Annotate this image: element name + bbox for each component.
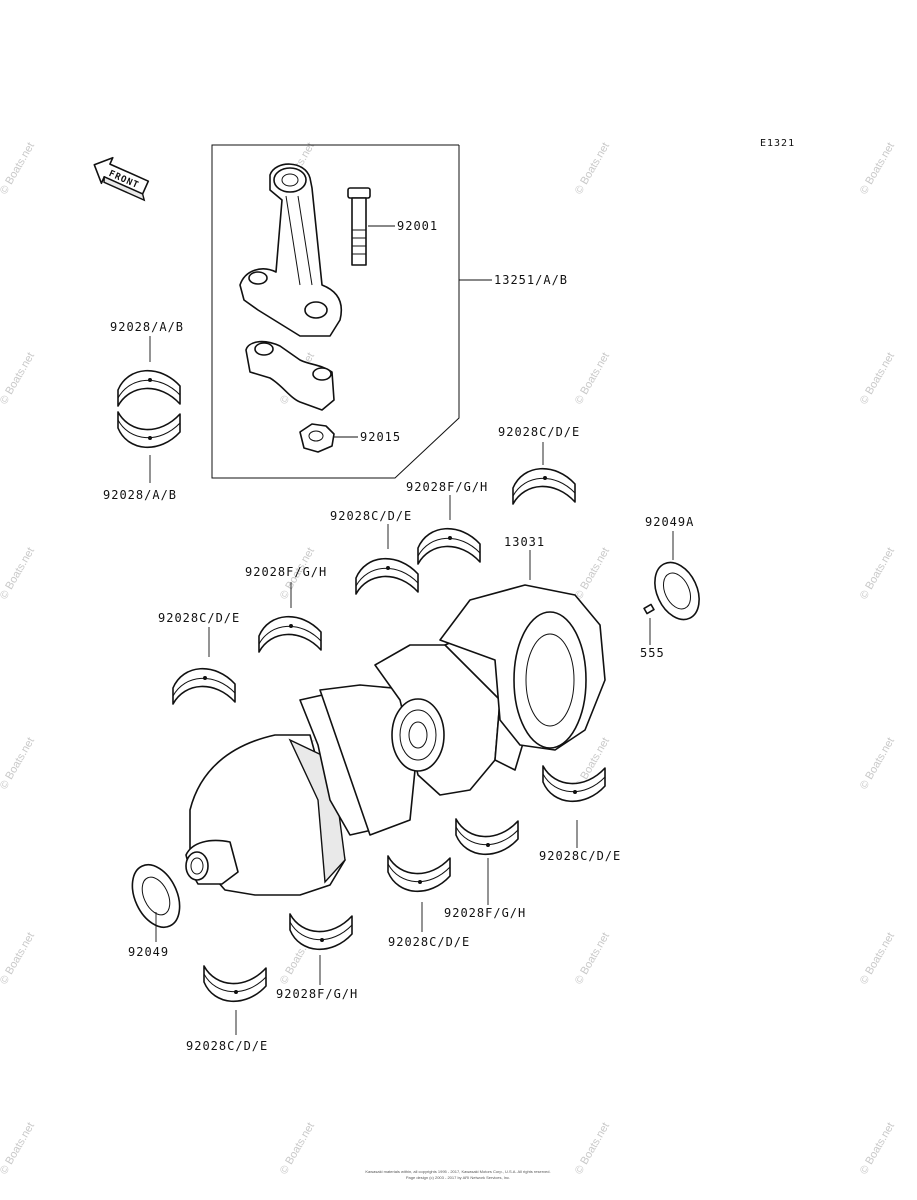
watermark-text: © Boats.net xyxy=(858,141,897,197)
callout-92028cde-3: 92028C/D/E xyxy=(158,611,240,625)
oil-seal-92049 xyxy=(131,864,181,928)
crank-gear-large xyxy=(439,584,606,751)
bearing-shell xyxy=(355,557,419,595)
watermark-text: © Boats.net xyxy=(0,931,37,987)
callout-92001: 92001 xyxy=(397,219,438,233)
bearing-shell xyxy=(289,913,353,951)
bearing-shells xyxy=(117,369,606,1003)
rod-nut xyxy=(299,423,335,453)
callout-555: 555 xyxy=(640,646,665,660)
callout-92028fgh-4: 92028F/G/H xyxy=(276,987,358,1001)
callout-92028fgh-3: 92028F/G/H xyxy=(444,906,526,920)
callout-13251: 13251/A/B xyxy=(494,273,568,287)
bearing-shell xyxy=(117,369,181,407)
callout-92028cde-5: 92028C/D/E xyxy=(388,935,470,949)
front-arrow-icon: FRONT xyxy=(93,156,150,202)
watermark-text: © Boats.net xyxy=(0,736,37,792)
callout-92049: 92049 xyxy=(128,945,169,959)
watermark-text: © Boats.net xyxy=(573,546,612,602)
bearing-shell xyxy=(417,527,481,565)
watermark-text: © Boats.net xyxy=(858,736,897,792)
watermark-text: © Boats.net xyxy=(858,351,897,407)
callout-92028cde-2: 92028C/D/E xyxy=(330,509,412,523)
bearing-shell xyxy=(172,667,236,705)
watermark-text: © Boats.net xyxy=(573,931,612,987)
callout-92028cde-4: 92028C/D/E xyxy=(539,849,621,863)
watermark-text: © Boats.net xyxy=(0,546,37,602)
callout-92015: 92015 xyxy=(360,430,401,444)
footer-design: Page design (c) 2003 - 2017 by ARI Netwo… xyxy=(406,1175,510,1180)
watermark-text: © Boats.net xyxy=(278,1121,317,1177)
callout-92028cde-1: 92028C/D/E xyxy=(498,425,580,439)
watermark-text: © Boats.net xyxy=(573,1121,612,1177)
bearing-shell xyxy=(512,467,576,505)
footer-copyright: Kawasaki materials within, all copyright… xyxy=(365,1169,550,1174)
bearing-shell xyxy=(542,765,606,803)
bearing-shell xyxy=(258,615,322,653)
leader-lines xyxy=(149,225,674,1035)
watermark-text: © Boats.net xyxy=(0,141,37,197)
rod-assembly-box xyxy=(211,144,460,479)
watermark-text: © Boats.net xyxy=(0,351,37,407)
rod-cap xyxy=(245,340,335,411)
callout-92028ab-bottom: 92028/A/B xyxy=(103,488,177,502)
callouts: 92001 13251/A/B 92015 92028/A/B 92028/A/… xyxy=(103,219,694,1053)
crankshaft xyxy=(185,584,606,896)
callout-92028cde-6: 92028C/D/E xyxy=(186,1039,268,1053)
callout-92028fgh-2: 92028F/G/H xyxy=(245,565,327,579)
callout-92028fgh-1: 92028F/G/H xyxy=(406,480,488,494)
watermark-text: © Boats.net xyxy=(858,546,897,602)
bearing-shell xyxy=(387,855,451,893)
callout-13031: 13031 xyxy=(504,535,545,549)
watermark-text: © Boats.net xyxy=(858,931,897,987)
crank-gear-small xyxy=(391,698,445,772)
watermark-text: © Boats.net xyxy=(858,1121,897,1177)
watermark-text: © Boats.net xyxy=(573,141,612,197)
diagram-code: E1321 xyxy=(760,138,795,149)
callout-92049a: 92049A xyxy=(645,515,694,529)
oil-seal-92049a xyxy=(654,561,700,621)
connecting-rod xyxy=(239,163,342,337)
bearing-shell xyxy=(455,818,519,856)
pin-555 xyxy=(643,603,655,615)
callout-92028ab-top: 92028/A/B xyxy=(110,320,184,334)
watermark-text: © Boats.net xyxy=(573,351,612,407)
bearing-shell xyxy=(203,965,267,1003)
watermark-text: © Boats.net xyxy=(0,1121,37,1177)
bearing-shell xyxy=(117,411,181,449)
rod-bolt xyxy=(347,187,371,266)
